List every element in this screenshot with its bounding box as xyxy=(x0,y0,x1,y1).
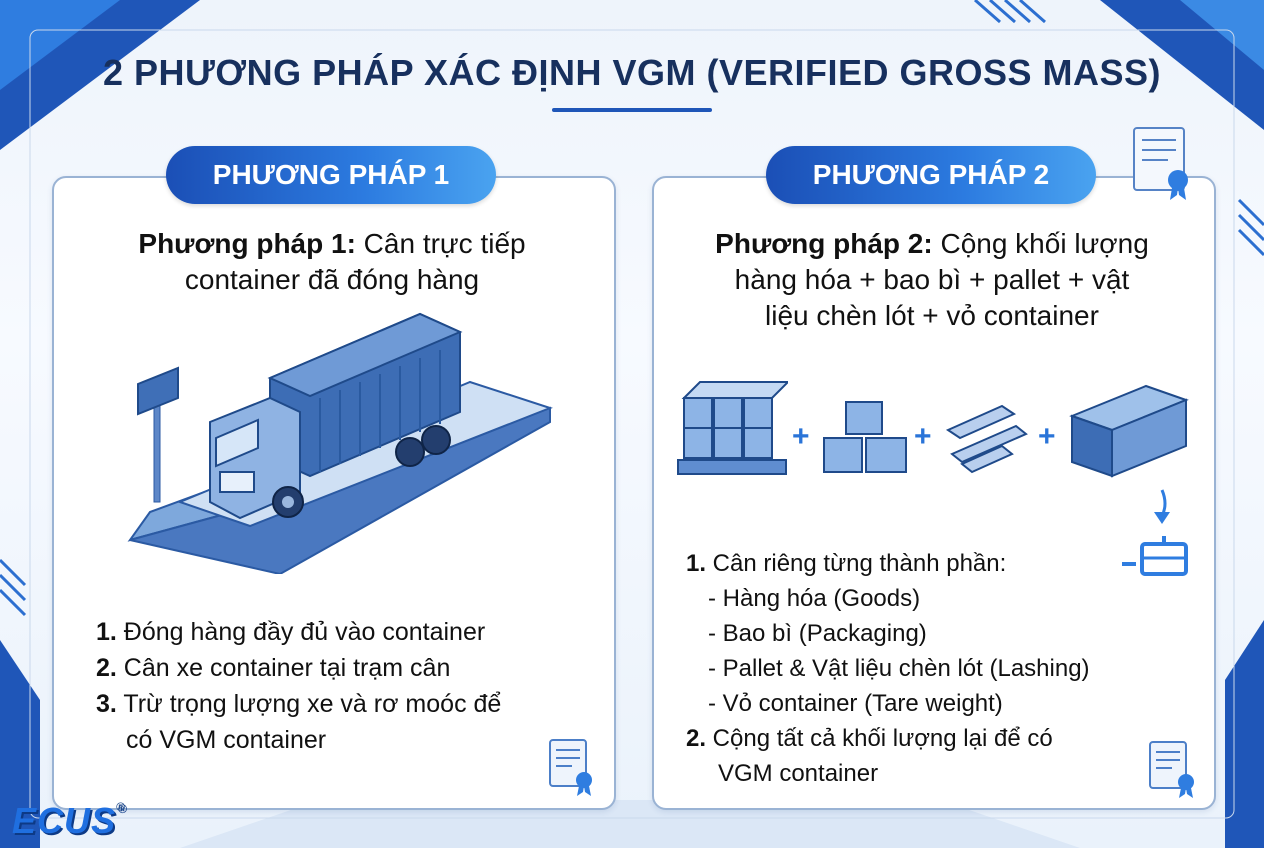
list-item: 3. Trừ trọng lượng xe và rơ moóc để xyxy=(96,690,502,718)
list-item: 1. Cân riêng từng thành phần: xyxy=(686,550,1007,577)
list-item: 1. Đóng hàng đầy đủ vào container xyxy=(96,618,486,646)
list-item: - Pallet & Vật liệu chèn lót (Lashing) xyxy=(708,655,1090,682)
list-item: - Vỏ container (Tare weight) xyxy=(708,690,1003,717)
ecus-logo: ECUS® xyxy=(12,800,126,841)
plus-sign: + xyxy=(792,420,810,453)
list-item: có VGM container xyxy=(126,726,327,754)
lashing-wood-icon xyxy=(945,404,1028,474)
method2-pill: PHƯƠNG PHÁP 2 xyxy=(766,146,1096,204)
list-item: 2. Cộng tất cả khối lượng lại để có xyxy=(686,725,1053,752)
title-underline xyxy=(552,108,712,112)
plus-sign: + xyxy=(1038,420,1056,453)
truck-on-scale-icon xyxy=(127,312,553,574)
boxes-icon xyxy=(823,401,907,473)
method2-heading: Phương pháp 2: Cộng khối lượng hàng hóa … xyxy=(715,228,1149,331)
method2-card xyxy=(652,176,1216,810)
certificate-icon xyxy=(1133,127,1188,200)
page-title: 2 PHƯƠNG PHÁP XÁC ĐỊNH VGM (VERIFIED GRO… xyxy=(102,52,1162,93)
pallet-boxes-icon xyxy=(677,381,788,475)
list-item: 2. Cân xe container tại trạm cân xyxy=(96,654,451,682)
list-item: VGM container xyxy=(718,760,879,787)
certificate-icon xyxy=(549,739,592,796)
container-icon xyxy=(1069,384,1189,478)
method1-heading: Phương pháp 1: Cân trực tiếp container đ… xyxy=(138,228,526,295)
list-item: - Hàng hóa (Goods) xyxy=(708,585,921,612)
method2-steps: 1. Cân riêng từng thành phần: - Hàng hóa… xyxy=(686,546,1090,791)
method1-steps: 1. Đóng hàng đầy đủ vào container 2. Cân… xyxy=(96,614,501,758)
list-item: - Bao bì (Packaging) xyxy=(708,620,927,647)
certificate-icon xyxy=(1149,741,1194,798)
scale-icon xyxy=(1122,489,1188,576)
plus-sign: + xyxy=(914,420,932,453)
method1-pill: PHƯƠNG PHÁP 1 xyxy=(166,146,496,204)
